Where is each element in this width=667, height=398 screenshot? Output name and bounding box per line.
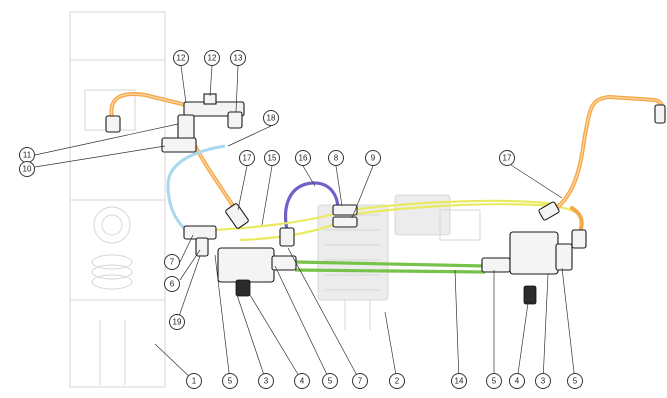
green-tube-top bbox=[294, 260, 486, 268]
svg-text:6: 6 bbox=[170, 280, 175, 289]
svg-text:13: 13 bbox=[234, 54, 243, 63]
svg-text:12: 12 bbox=[208, 54, 217, 63]
valve-knob-right bbox=[523, 285, 537, 305]
callout-18: 18 bbox=[263, 110, 279, 126]
svg-text:4: 4 bbox=[300, 377, 305, 386]
fitting-5-right-b bbox=[555, 243, 573, 271]
callout-7a: 7 bbox=[164, 254, 180, 270]
callout-12b: 12 bbox=[204, 50, 220, 66]
svg-text:7: 7 bbox=[170, 258, 175, 267]
svg-text:17: 17 bbox=[243, 154, 252, 163]
purple-tube bbox=[284, 181, 340, 232]
callout-bottom-1: 1 bbox=[186, 373, 202, 389]
callout-15: 15 bbox=[264, 150, 280, 166]
callout-8: 8 bbox=[328, 150, 344, 166]
svg-text:3: 3 bbox=[264, 377, 269, 386]
callout-17a: 17 bbox=[239, 150, 255, 166]
svg-text:15: 15 bbox=[268, 154, 277, 163]
leader-lines bbox=[34, 65, 576, 382]
svg-text:5: 5 bbox=[573, 377, 578, 386]
svg-text:3: 3 bbox=[541, 377, 546, 386]
callout-16: 16 bbox=[295, 150, 311, 166]
svg-text:5: 5 bbox=[328, 377, 333, 386]
svg-text:11: 11 bbox=[23, 151, 32, 160]
svg-text:10: 10 bbox=[23, 165, 32, 174]
elbow-fitting bbox=[225, 203, 249, 229]
tee-fitting-10 bbox=[161, 137, 197, 153]
svg-text:14: 14 bbox=[455, 377, 464, 386]
callout-bottom-5d: 5 bbox=[567, 373, 583, 389]
svg-text:4: 4 bbox=[515, 377, 520, 386]
callout-bottom-5b: 5 bbox=[322, 373, 338, 389]
svg-text:8: 8 bbox=[334, 154, 339, 163]
svg-text:5: 5 bbox=[228, 377, 233, 386]
callout-6: 6 bbox=[164, 276, 180, 292]
callout-bottom-4b: 4 bbox=[509, 373, 525, 389]
valve-block-left bbox=[217, 247, 275, 283]
fitting-13 bbox=[227, 111, 243, 129]
fitting-17-right bbox=[538, 201, 560, 221]
manifold-body bbox=[177, 114, 195, 140]
callout-bottom-2: 2 bbox=[389, 373, 405, 389]
fitting-left-end bbox=[105, 115, 121, 133]
callout-17b: 17 bbox=[499, 150, 515, 166]
callout-bottom-3b: 3 bbox=[535, 373, 551, 389]
callout-bottom-3a: 3 bbox=[258, 373, 274, 389]
svg-text:5: 5 bbox=[492, 377, 497, 386]
callouts: 12 12 13 11 10 18 17 15 16 8 9 17 7 6 19… bbox=[19, 50, 583, 389]
fittings bbox=[105, 93, 666, 305]
svg-text:7: 7 bbox=[358, 377, 363, 386]
blue-tube bbox=[166, 144, 226, 232]
svg-text:19: 19 bbox=[173, 318, 182, 327]
svg-text:2: 2 bbox=[395, 377, 400, 386]
svg-text:9: 9 bbox=[371, 154, 376, 163]
callout-bottom-5a: 5 bbox=[222, 373, 238, 389]
callout-10: 10 bbox=[19, 161, 35, 177]
fitting-orange-right-end bbox=[571, 229, 587, 249]
background-ghost-drawing bbox=[69, 11, 481, 388]
svg-text:1: 1 bbox=[192, 377, 197, 386]
fitting-7-left bbox=[183, 225, 217, 240]
orange-tube-right-stub bbox=[570, 206, 584, 234]
fitting-purple-end bbox=[279, 227, 295, 247]
callout-9: 9 bbox=[365, 150, 381, 166]
callout-bottom-7: 7 bbox=[352, 373, 368, 389]
callout-bottom-5c: 5 bbox=[486, 373, 502, 389]
yellow-tube-upper bbox=[239, 203, 584, 242]
svg-text:18: 18 bbox=[267, 114, 276, 123]
callout-11: 11 bbox=[19, 147, 35, 163]
orange-tube-left bbox=[109, 92, 188, 120]
fitting-8 bbox=[332, 204, 358, 216]
svg-text:12: 12 bbox=[177, 54, 186, 63]
fitting-5-right-a bbox=[481, 257, 511, 273]
valve-knob-left bbox=[235, 279, 251, 297]
svg-text:17: 17 bbox=[503, 154, 512, 163]
svg-text:16: 16 bbox=[299, 154, 308, 163]
green-tube-bottom bbox=[294, 268, 486, 274]
fitting-9 bbox=[332, 216, 358, 228]
callout-bottom-4a: 4 bbox=[294, 373, 310, 389]
callout-19: 19 bbox=[169, 314, 185, 330]
callout-13: 13 bbox=[230, 50, 246, 66]
yellow-tube-lower bbox=[213, 199, 561, 232]
fitting-orange-right-top bbox=[654, 104, 666, 124]
valve-block-right bbox=[509, 231, 559, 275]
callout-bottom-14: 14 bbox=[451, 373, 467, 389]
callout-12a: 12 bbox=[173, 50, 189, 66]
